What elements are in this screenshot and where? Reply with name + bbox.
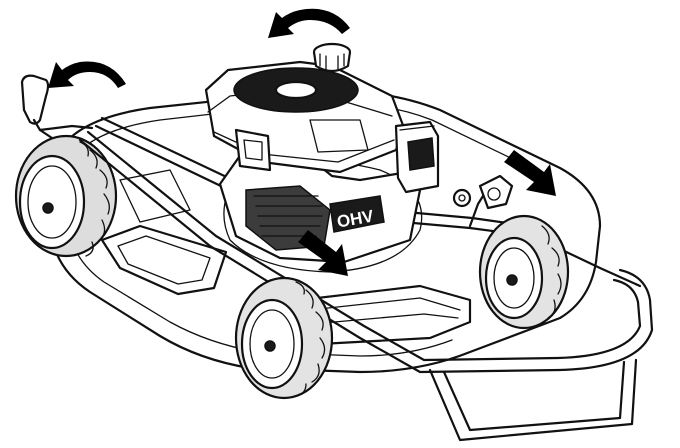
rotate-arrow-left: [48, 61, 126, 88]
height-adjust-knob: [452, 188, 472, 208]
rotate-arrow-top: [268, 8, 350, 38]
engine: OHV: [204, 42, 440, 264]
push-arrow-right: [504, 150, 556, 196]
left-handle-bar: [20, 74, 94, 148]
rear-left-wheel: [14, 134, 118, 258]
fuel-cap: [312, 42, 352, 73]
front-right-wheel: [478, 214, 570, 330]
discharge-flap: [100, 224, 228, 296]
air-filter: [394, 120, 440, 194]
rear-right-wheel: [478, 174, 514, 210]
front-left-wheel: [234, 276, 334, 400]
push-arrow-center: [298, 230, 348, 276]
